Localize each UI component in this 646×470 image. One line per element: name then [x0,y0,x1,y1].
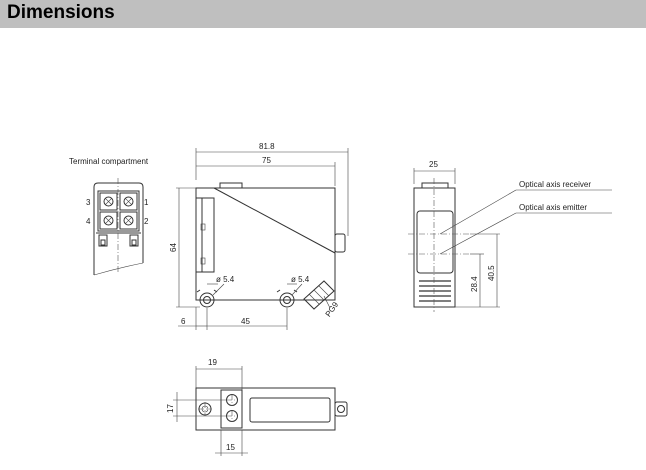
terminal-3-label: 3 [86,198,91,207]
dim-cable-gland: PG9 [324,300,341,319]
front-view: 25 Optical axis receiver Optical axis em… [408,160,612,312]
section-title: Dimensions [7,2,115,23]
dim-axis-height-receiver: 40.5 [487,265,496,281]
dim-lens-offset: 19 [208,358,217,367]
terminal-2-label: 2 [144,217,149,226]
section-header: Dimensions [0,0,646,28]
dim-lens-width: 15 [226,443,235,452]
optical-axis-emitter-label: Optical axis emitter [519,203,587,212]
dim-hole-spacing: 45 [241,317,250,326]
side-view: 81.8 75 ø 5.4 ø 5.4 PG9 64 [169,142,349,330]
dim-hole-dia-left: ø 5.4 [216,275,235,284]
dim-offset-6: 6 [181,317,186,326]
dim-axis-height-emitter: 28.4 [470,276,479,292]
dim-width: 25 [429,160,438,169]
dim-overall-length: 81.8 [259,142,275,151]
dim-body-length: 75 [262,156,271,165]
terminal-compartment-view: Terminal compartment 3 4 1 2 [69,157,149,276]
optical-axis-receiver-label: Optical axis receiver [519,180,591,189]
terminal-1-label: 1 [144,198,149,207]
dim-lens-height: 17 [166,404,175,413]
top-view: 19 17 15 [166,358,348,456]
terminal-4-label: 4 [86,217,91,226]
dim-hole-dia-right: ø 5.4 [291,275,310,284]
dim-height: 64 [169,243,178,252]
terminal-compartment-label: Terminal compartment [69,157,149,166]
